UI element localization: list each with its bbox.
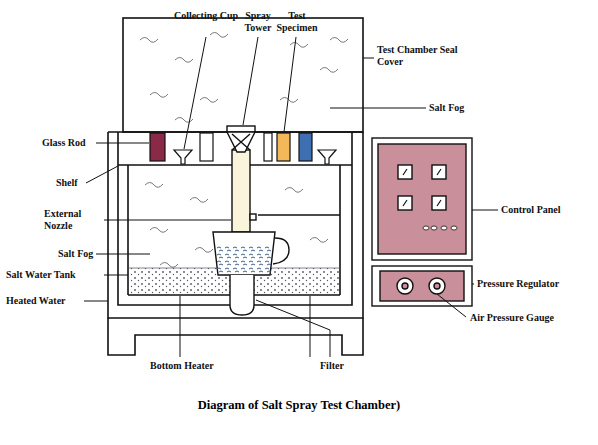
part-label: Test Specimen [271,10,323,33]
part-label: Shelf [56,177,78,189]
fog-curl [175,58,193,63]
part-label: Bottom Heater [150,360,214,372]
fog-curl [195,248,213,253]
part-label: Air Pressure Gauge [470,312,554,324]
part-label: Spray Tower [236,10,280,33]
fog-curl [330,38,348,43]
fog-curl [280,98,298,103]
part-label: Glass Rod [42,137,86,149]
fog-curl [290,43,308,48]
test-specimens [150,133,312,161]
fog-curl [310,238,328,243]
fog-curl [200,98,218,103]
fog-curl [190,198,208,203]
spray-tower [227,126,256,232]
fog-curl [320,68,338,73]
fog-curl [140,38,158,43]
fog-curl [160,263,178,268]
part-label: Collecting Cup [172,10,240,22]
fog-curl [285,188,303,193]
part-label: Salt Fog [58,248,93,260]
nozzle-reservoir [213,232,289,315]
part-label: Control Panel [501,204,561,216]
chamber-body [108,18,363,355]
collecting-cups [174,150,336,164]
part-label: Salt Fog [429,102,464,114]
fog-curl [145,183,163,188]
part-label: Salt Water Tank [6,269,76,281]
part-label: Heated Water [6,295,66,307]
part-label: External Nozzle [44,208,104,231]
fog-curl [210,33,228,38]
control-panel [372,138,472,306]
figure-caption: Diagram of Salt Spray Test Chamber) [198,398,400,413]
part-label: Filter [320,360,344,372]
fog-curl [150,228,168,233]
salt-fog [140,33,348,268]
leader-lines [84,37,498,357]
part-label: Test Chamber Seal Cover [377,44,459,67]
fog-curl [150,93,168,98]
part-label: Pressure Regulator [477,278,559,290]
